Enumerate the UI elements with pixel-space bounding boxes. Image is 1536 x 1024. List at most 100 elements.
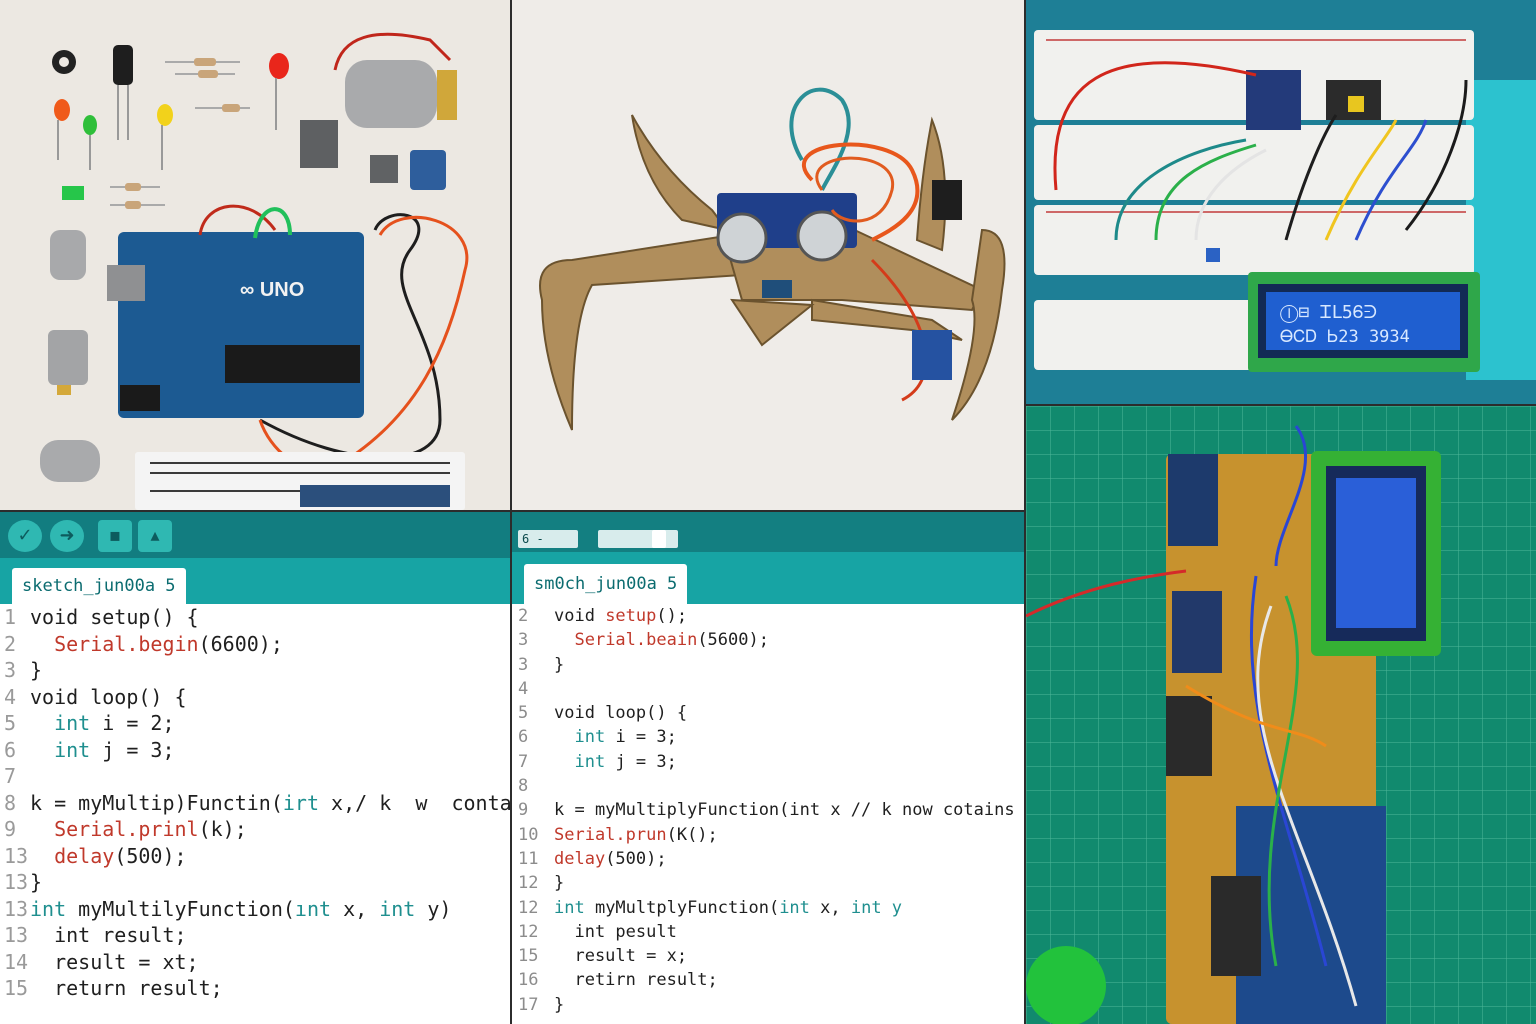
- line-number: 8: [4, 790, 17, 815]
- code-line[interactable]: 7 int j = 3;: [512, 750, 1024, 774]
- code-line[interactable]: 11 delay(500);: [512, 847, 1024, 871]
- code-token: (5600);: [697, 630, 769, 651]
- toolbar-field-board[interactable]: 6 -: [518, 530, 578, 548]
- line-number: 7: [4, 764, 17, 788]
- code-token: [30, 632, 54, 656]
- code-line[interactable]: 9 k = myMultiplyFunction(int x // k now c…: [512, 798, 1024, 822]
- line-number: 9: [518, 800, 529, 821]
- code-token: delay: [554, 848, 606, 869]
- code-text: result = x;: [554, 944, 687, 968]
- code-token: [30, 817, 54, 841]
- code-token: (K();: [666, 824, 718, 845]
- code-line[interactable]: 12}: [512, 871, 1024, 895]
- code-token: int: [779, 897, 810, 918]
- robot-illustration: [539, 87, 1006, 431]
- code-line[interactable]: 3}: [0, 657, 510, 684]
- line-number: 5: [518, 703, 529, 724]
- toolbar-field-port[interactable]: [598, 530, 678, 548]
- line-number: 15: [4, 976, 29, 1000]
- code-line[interactable]: 8k = myMultip)Functin(irt x,/ k w contai…: [0, 790, 510, 817]
- code-line[interactable]: 6 int i = 3;: [512, 725, 1024, 749]
- code-token: (500);: [605, 848, 667, 869]
- line-number: 1: [4, 605, 17, 629]
- code-line[interactable]: 13}: [0, 869, 510, 896]
- code-line[interactable]: 5 int i = 2;: [0, 710, 510, 737]
- code-line[interactable]: 17}: [512, 993, 1024, 1017]
- code-line[interactable]: 3}: [512, 653, 1024, 677]
- board-label: ∞ UNO: [240, 279, 304, 301]
- code-line[interactable]: 1 void setup() {: [0, 604, 510, 631]
- code-line[interactable]: 13 int result;: [0, 922, 510, 949]
- code-token: Serial.prinl: [54, 817, 199, 841]
- code-text: Serial.begin(6600);: [30, 631, 283, 658]
- code-text: int i = 2;: [30, 710, 174, 737]
- line-number: 11: [518, 848, 539, 869]
- code-text: Serial.prun(K();: [554, 823, 718, 847]
- code-line[interactable]: 2 Serial.begin(6600);: [0, 631, 510, 658]
- line-number: 12: [518, 897, 539, 918]
- code-token: k = myMultiplyFunction(int x // k now co…: [554, 800, 1024, 821]
- code-text: return result;: [30, 975, 223, 1002]
- code-token: int: [574, 727, 606, 748]
- code-token: void loop() {: [554, 703, 688, 724]
- code-token: int: [30, 896, 67, 921]
- code-token: Serial.prun: [554, 824, 667, 845]
- code-line[interactable]: 12 int pesult: [512, 920, 1024, 944]
- code-token: [30, 711, 54, 735]
- open-file-icon[interactable]: ▴: [138, 520, 172, 552]
- line-number: 16: [518, 970, 539, 991]
- code-line[interactable]: 3 Serial.beain(5600);: [512, 628, 1024, 652]
- code-text: Serial.prinl(k);: [30, 816, 247, 843]
- code-token: x,: [809, 897, 851, 918]
- code-line[interactable]: 16 retirn result;: [512, 968, 1024, 992]
- code-token: (500);: [114, 843, 187, 868]
- code-token: ();: [656, 606, 688, 626]
- breadboard-illustration: Ⓘ⊟ Ꮖᒪ5Ꮾᕭ ᎾᏟᎠ Ꮟ23 3934: [1034, 30, 1536, 380]
- tab-sketch[interactable]: sm0ch_jun00a 5: [524, 564, 688, 604]
- code-line[interactable]: 7: [0, 763, 510, 790]
- upload-icon[interactable]: ➜: [50, 520, 84, 552]
- code-text: int i = 3;: [554, 725, 676, 749]
- code-line[interactable]: 15 result = x;: [512, 944, 1024, 968]
- code-line[interactable]: 8: [512, 774, 1024, 798]
- code-line[interactable]: 5 void loop() {: [512, 701, 1024, 725]
- code-token: Serial.beain: [574, 630, 698, 651]
- code-token: j = 3;: [605, 751, 677, 772]
- verify-icon[interactable]: ✓: [8, 520, 42, 552]
- code-text: k = myMultiplyFunction(int x // k now co…: [554, 798, 1024, 822]
- code-text: void setup() {: [30, 604, 199, 631]
- code-token: void loop() {: [30, 684, 187, 709]
- code-line[interactable]: 14 result = xt;: [0, 949, 510, 976]
- new-file-icon[interactable]: ▪: [98, 520, 132, 552]
- tab-sketch[interactable]: sketch_jun00a 5: [12, 568, 186, 604]
- code-token: setup: [605, 606, 657, 626]
- code-line[interactable]: 15 return result;: [0, 975, 510, 1002]
- code-token: x,: [331, 896, 380, 921]
- code-line[interactable]: 6 int j = 3;: [0, 737, 510, 764]
- line-number: 9: [4, 817, 17, 841]
- code-line[interactable]: 13 delay(500);: [0, 843, 510, 870]
- code-line[interactable]: 4: [512, 677, 1024, 701]
- code-token: Serial.begin: [54, 631, 199, 656]
- code-line[interactable]: 10 Serial.prun(K();: [512, 823, 1024, 847]
- line-number: 13: [4, 896, 29, 921]
- code-token: }: [30, 870, 43, 894]
- line-number: 4: [518, 678, 529, 699]
- code-token: int: [379, 896, 416, 921]
- line-number: 10: [518, 824, 539, 845]
- lcd-line-2: ᎾᏟᎠ Ꮟ23 3934: [1280, 327, 1410, 347]
- code-token: [554, 752, 574, 772]
- code-line[interactable]: 9 Serial.prinl(k);: [0, 816, 510, 843]
- code-token: int pesult: [554, 921, 677, 942]
- code-text: }: [554, 871, 564, 895]
- code-token: int: [554, 897, 585, 918]
- line-number: 2: [518, 606, 529, 626]
- code-text: delay(500);: [554, 847, 667, 871]
- photo-spider-robot: [512, 0, 1024, 510]
